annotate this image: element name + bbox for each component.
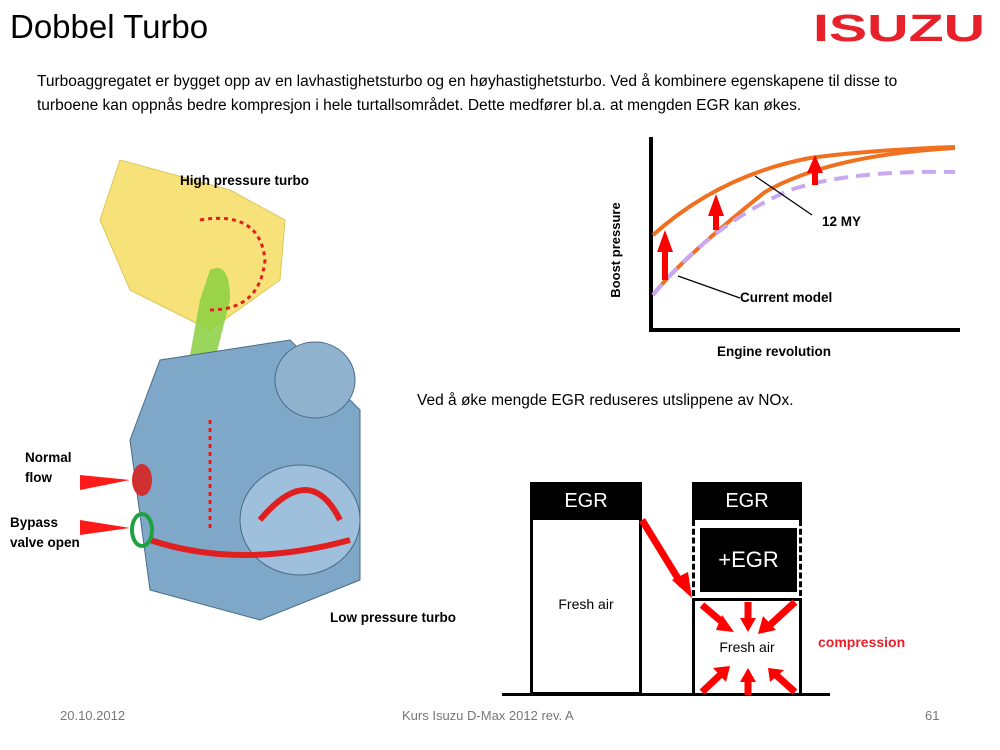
plus-egr-block: +EGR (700, 528, 797, 592)
slide-title: Dobbel Turbo (10, 8, 209, 45)
fresh-air-label: Fresh air (719, 639, 775, 655)
svg-text:ISUZU: ISUZU (813, 10, 985, 44)
boost-chart: Boost pressure (608, 137, 960, 332)
egr-note: Ved å øke mengde EGR reduseres utslippen… (417, 392, 794, 409)
turbo-illustration (80, 160, 361, 621)
compressed-fresh-air: Fresh air (692, 598, 802, 696)
egr-block: EGR (530, 482, 642, 520)
series-current-model-line (651, 169, 956, 297)
y-axis-label: Boost pressure (608, 202, 623, 297)
compression-label: compression (818, 634, 906, 650)
legend-12my: 12 MY (822, 214, 862, 229)
label-bypass-1: Bypass (10, 515, 59, 530)
egr-block-new: EGR (692, 482, 802, 520)
current-cylinder: EGR Fresh air (530, 482, 642, 695)
legend-current-model: Current model (740, 290, 833, 305)
intro-paragraph: Turboaggregatet er bygget opp av en lavh… (37, 73, 898, 114)
fresh-air-label: Fresh air (558, 596, 614, 612)
label-bypass-2: valve open (10, 535, 80, 550)
label-high-pressure-turbo: High pressure turbo (180, 173, 310, 188)
x-axis-label: Engine revolution (717, 344, 832, 359)
footer-course: Kurs Isuzu D-Max 2012 rev. A (402, 708, 574, 723)
baseline (502, 693, 830, 696)
footer-page-number: 61 (925, 708, 940, 723)
increase-arrows (657, 155, 823, 280)
label-normal-flow-2: flow (25, 470, 52, 485)
footer-date: 20.10.2012 (60, 708, 126, 723)
isuzu-logo: ISUZU (813, 10, 985, 44)
label-normal-flow-1: Normal (25, 450, 72, 465)
label-low-pressure-turbo: Low pressure turbo (330, 610, 457, 625)
compression-arrows (639, 518, 798, 695)
series-12my-line (651, 146, 956, 297)
chart-axes (649, 137, 960, 332)
dashed-region (692, 520, 802, 596)
